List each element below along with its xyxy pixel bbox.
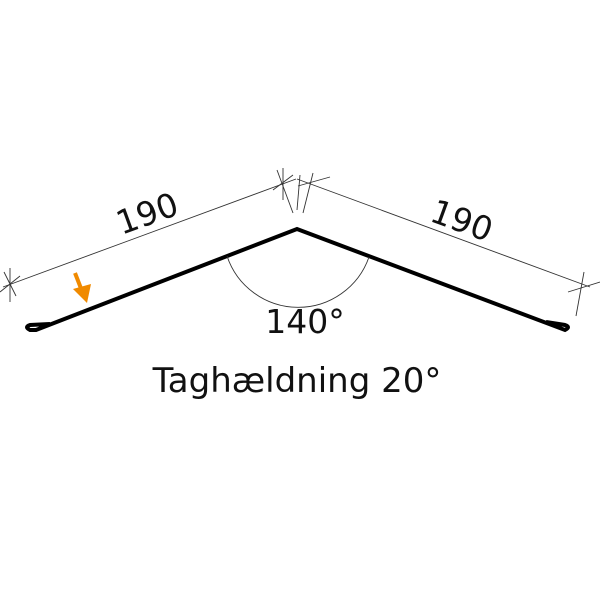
left-length-label: 190	[111, 184, 184, 242]
ridge-profile	[25, 226, 570, 333]
roof-pitch-caption: Taghældning 20°	[152, 361, 442, 401]
right-dimension-line	[296, 172, 600, 317]
arrow-down-icon	[73, 272, 91, 303]
right-length-label: 190	[426, 191, 499, 249]
angle-label: 140°	[265, 302, 345, 341]
angle-arc	[226, 255, 370, 308]
left-dimension-line	[0, 168, 297, 302]
